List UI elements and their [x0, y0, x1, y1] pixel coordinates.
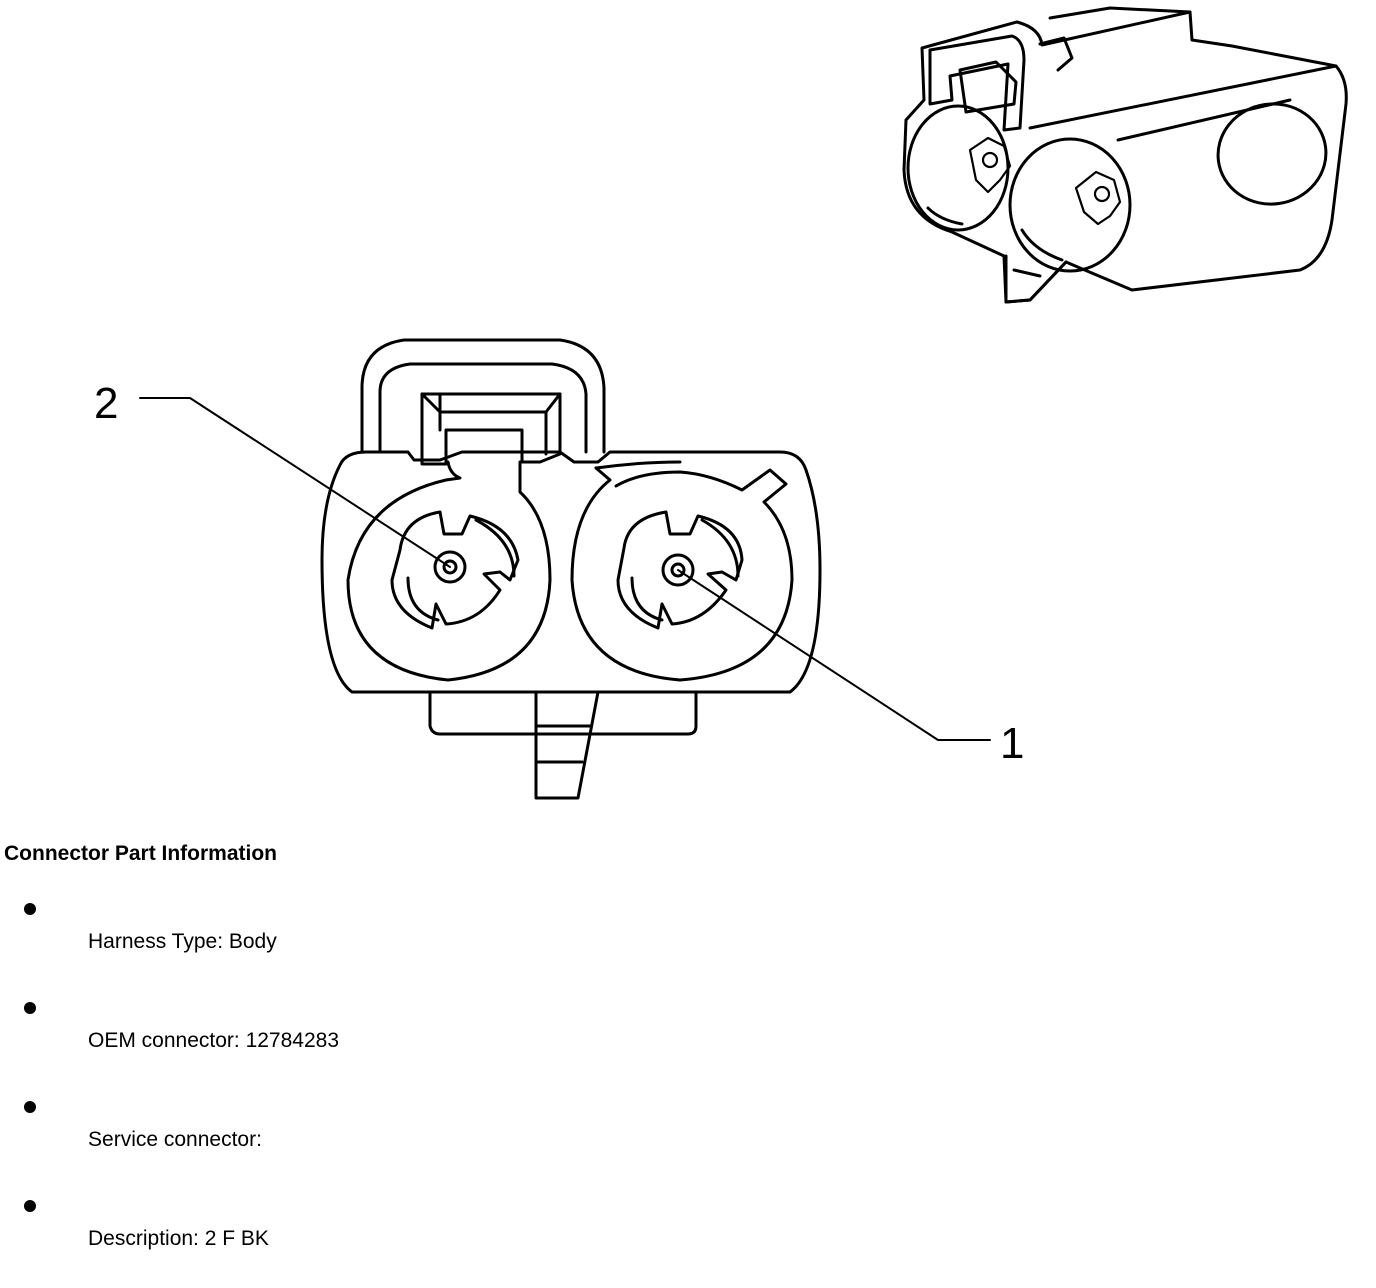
connector-isometric-view: [902, 6, 1348, 304]
connector-housing: [320, 450, 822, 694]
callout-pin-1: 1: [677, 569, 1024, 768]
info-item-description: Description: 2 F BK: [4, 1189, 704, 1288]
info-item-text: Description: 2 F BK: [88, 1227, 269, 1250]
info-list: Harness Type: Body OEM connector: 127842…: [4, 892, 704, 1288]
connector-latch: [360, 338, 606, 454]
info-item-text: OEM connector: 12784283: [88, 1029, 340, 1052]
callout-label-pin-1: 1: [1000, 719, 1024, 768]
connector-part-information: Connector Part Information Harness Type:…: [4, 840, 704, 1288]
info-item-oem-connector: OEM connector: 12784283: [4, 991, 704, 1090]
bullet-icon: [24, 903, 36, 915]
terminal-pin-2: [390, 510, 520, 630]
callout-pin-2: 2: [94, 379, 451, 568]
terminal-pin-1: [616, 510, 744, 630]
bullet-icon: [24, 1200, 36, 1212]
info-item-service-connector: Service connector:: [4, 1090, 704, 1189]
info-item-harness-type: Harness Type: Body: [4, 892, 704, 991]
bullet-icon: [24, 1002, 36, 1014]
pin-cavity-1: [570, 466, 794, 682]
callout-label-pin-2: 2: [94, 379, 118, 428]
info-title: Connector Part Information: [4, 842, 278, 865]
pin-cavity-2: [346, 460, 552, 682]
connector-diagram: 2 1: [94, 6, 1348, 800]
connector-front-view: [320, 338, 822, 800]
info-item-text: Service connector:: [88, 1128, 268, 1151]
info-item-text: Harness Type: Body: [88, 930, 277, 953]
bullet-icon: [24, 1101, 36, 1113]
